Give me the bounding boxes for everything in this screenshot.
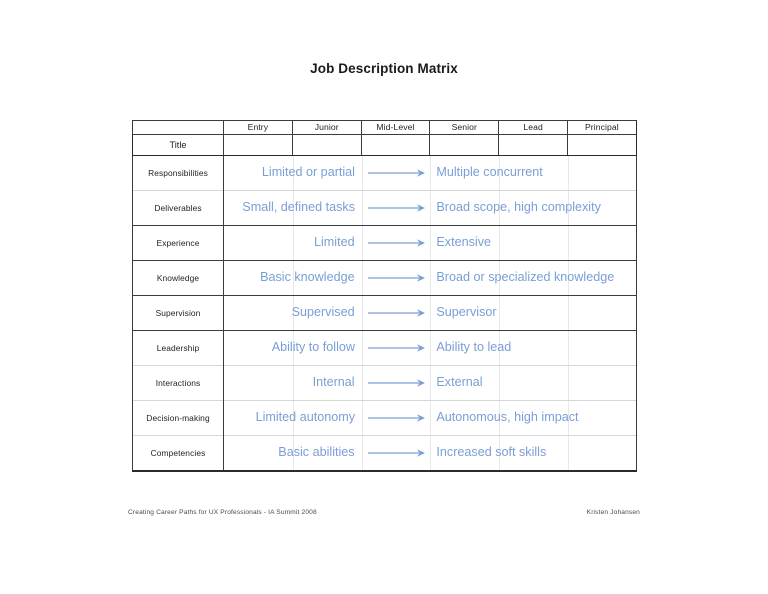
title-cell-entry[interactable] bbox=[223, 134, 293, 156]
senior-end-descriptor: Extensive bbox=[436, 235, 491, 250]
matrix-row: Competencies Basic abilities Increased sof… bbox=[132, 435, 637, 472]
right-arrow-icon bbox=[362, 413, 431, 423]
footer-left-text: Creating Career Paths for UX Professiona… bbox=[128, 509, 317, 516]
column-header-junior: Junior bbox=[291, 120, 362, 135]
right-arrow-icon bbox=[362, 203, 431, 213]
matrix-row: Deliverables Small, defined tasks Broad sc… bbox=[132, 190, 637, 226]
row-label-interactions: Interactions bbox=[132, 365, 224, 401]
matrix-row: Interactions Internal External bbox=[132, 365, 637, 401]
matrix-row-body: Small, defined tasks Broad scope, high co… bbox=[223, 190, 637, 226]
column-header-entry: Entry bbox=[223, 120, 293, 135]
row-label-deliverables: Deliverables bbox=[132, 190, 224, 226]
matrix-row-body: Supervised Supervisor bbox=[223, 295, 637, 331]
job-description-matrix: Entry Junior Mid-Level Senior Lead Princ… bbox=[132, 120, 637, 472]
matrix-row: Leadership Ability to follow Ability to le… bbox=[132, 330, 637, 366]
right-arrow-icon bbox=[362, 308, 431, 318]
matrix-row: Knowledge Basic knowledge Broad or special… bbox=[132, 260, 637, 296]
column-header-principal: Principal bbox=[566, 120, 637, 135]
right-arrow-icon bbox=[362, 343, 431, 353]
title-cell-lead[interactable] bbox=[498, 134, 568, 156]
senior-end-descriptor: Multiple concurrent bbox=[436, 165, 543, 180]
right-arrow-icon bbox=[362, 238, 431, 248]
matrix-row-body: Internal External bbox=[223, 365, 637, 401]
title-cell-principal[interactable] bbox=[566, 134, 637, 156]
senior-end-descriptor: Broad or specialized knowledge bbox=[436, 270, 615, 285]
title-cell-mid-level[interactable] bbox=[360, 134, 431, 156]
column-header-lead: Lead bbox=[498, 120, 568, 135]
senior-end-descriptor: Broad scope, high complexity bbox=[436, 200, 601, 215]
junior-end-descriptor: Basic abilities bbox=[278, 444, 355, 459]
matrix-body: Responsibilities Limited or partial Multip… bbox=[132, 155, 637, 472]
matrix-row-body: Basic knowledge Broad or specialized know… bbox=[223, 260, 637, 296]
matrix-row-body: Limited or partial Multiple concurrent bbox=[223, 155, 637, 191]
junior-end-descriptor: Basic knowledge bbox=[260, 270, 355, 285]
senior-end-descriptor: Ability to lead bbox=[436, 340, 512, 355]
matrix-row: Responsibilities Limited or partial Multip… bbox=[132, 155, 637, 191]
matrix-row-body: Ability to follow Ability to lead bbox=[223, 330, 637, 366]
row-label-supervision: Supervision bbox=[132, 295, 224, 331]
junior-end-descriptor: Limited autonomy bbox=[255, 410, 355, 425]
row-label-decision-making: Decision-making bbox=[132, 400, 224, 436]
matrix-row: Experience Limited Extensive bbox=[132, 225, 637, 261]
junior-end-descriptor: Small, defined tasks bbox=[242, 200, 355, 215]
senior-end-descriptor: External bbox=[436, 375, 483, 390]
junior-end-descriptor: Supervised bbox=[291, 305, 355, 320]
title-cell-senior[interactable] bbox=[429, 134, 500, 156]
row-label-responsibilities: Responsibilities bbox=[132, 155, 224, 191]
matrix-header: Entry Junior Mid-Level Senior Lead Princ… bbox=[132, 120, 637, 156]
row-label-title: Title bbox=[132, 134, 224, 156]
column-header-mid-level: Mid-Level bbox=[360, 120, 431, 135]
matrix-row: Decision-making Limited autonomy Autonomou… bbox=[132, 400, 637, 436]
matrix-row-body: Limited Extensive bbox=[223, 225, 637, 261]
row-label-leadership: Leadership bbox=[132, 330, 224, 366]
row-label-knowledge: Knowledge bbox=[132, 260, 224, 296]
footer-right-text: Kristen Johansen bbox=[586, 509, 640, 516]
senior-end-descriptor: Supervisor bbox=[436, 305, 497, 320]
senior-end-descriptor: Increased soft skills bbox=[436, 444, 547, 459]
row-label-experience: Experience bbox=[132, 225, 224, 261]
senior-end-descriptor: Autonomous, high impact bbox=[436, 410, 579, 425]
right-arrow-icon bbox=[362, 448, 431, 458]
right-arrow-icon bbox=[362, 273, 431, 283]
right-arrow-icon bbox=[362, 378, 431, 388]
right-arrow-icon bbox=[362, 168, 431, 178]
matrix-row-body: Limited autonomy Autonomous, high impact bbox=[223, 400, 637, 436]
matrix-row-body: Basic abilities Increased soft skills bbox=[223, 435, 637, 472]
page-title: Job Description Matrix bbox=[310, 61, 458, 76]
column-header-senior: Senior bbox=[429, 120, 500, 135]
header-corner-blank bbox=[132, 120, 224, 135]
junior-end-descriptor: Ability to follow bbox=[271, 340, 355, 355]
matrix-row: Supervision Supervised Supervisor bbox=[132, 295, 637, 331]
junior-end-descriptor: Limited or partial bbox=[261, 165, 355, 180]
junior-end-descriptor: Limited bbox=[313, 235, 355, 250]
level-header-row: Entry Junior Mid-Level Senior Lead Princ… bbox=[132, 120, 637, 135]
row-label-competencies: Competencies bbox=[132, 435, 224, 472]
title-cell-junior[interactable] bbox=[291, 134, 362, 156]
title-row: Title bbox=[132, 134, 637, 156]
junior-end-descriptor: Internal bbox=[312, 375, 355, 390]
